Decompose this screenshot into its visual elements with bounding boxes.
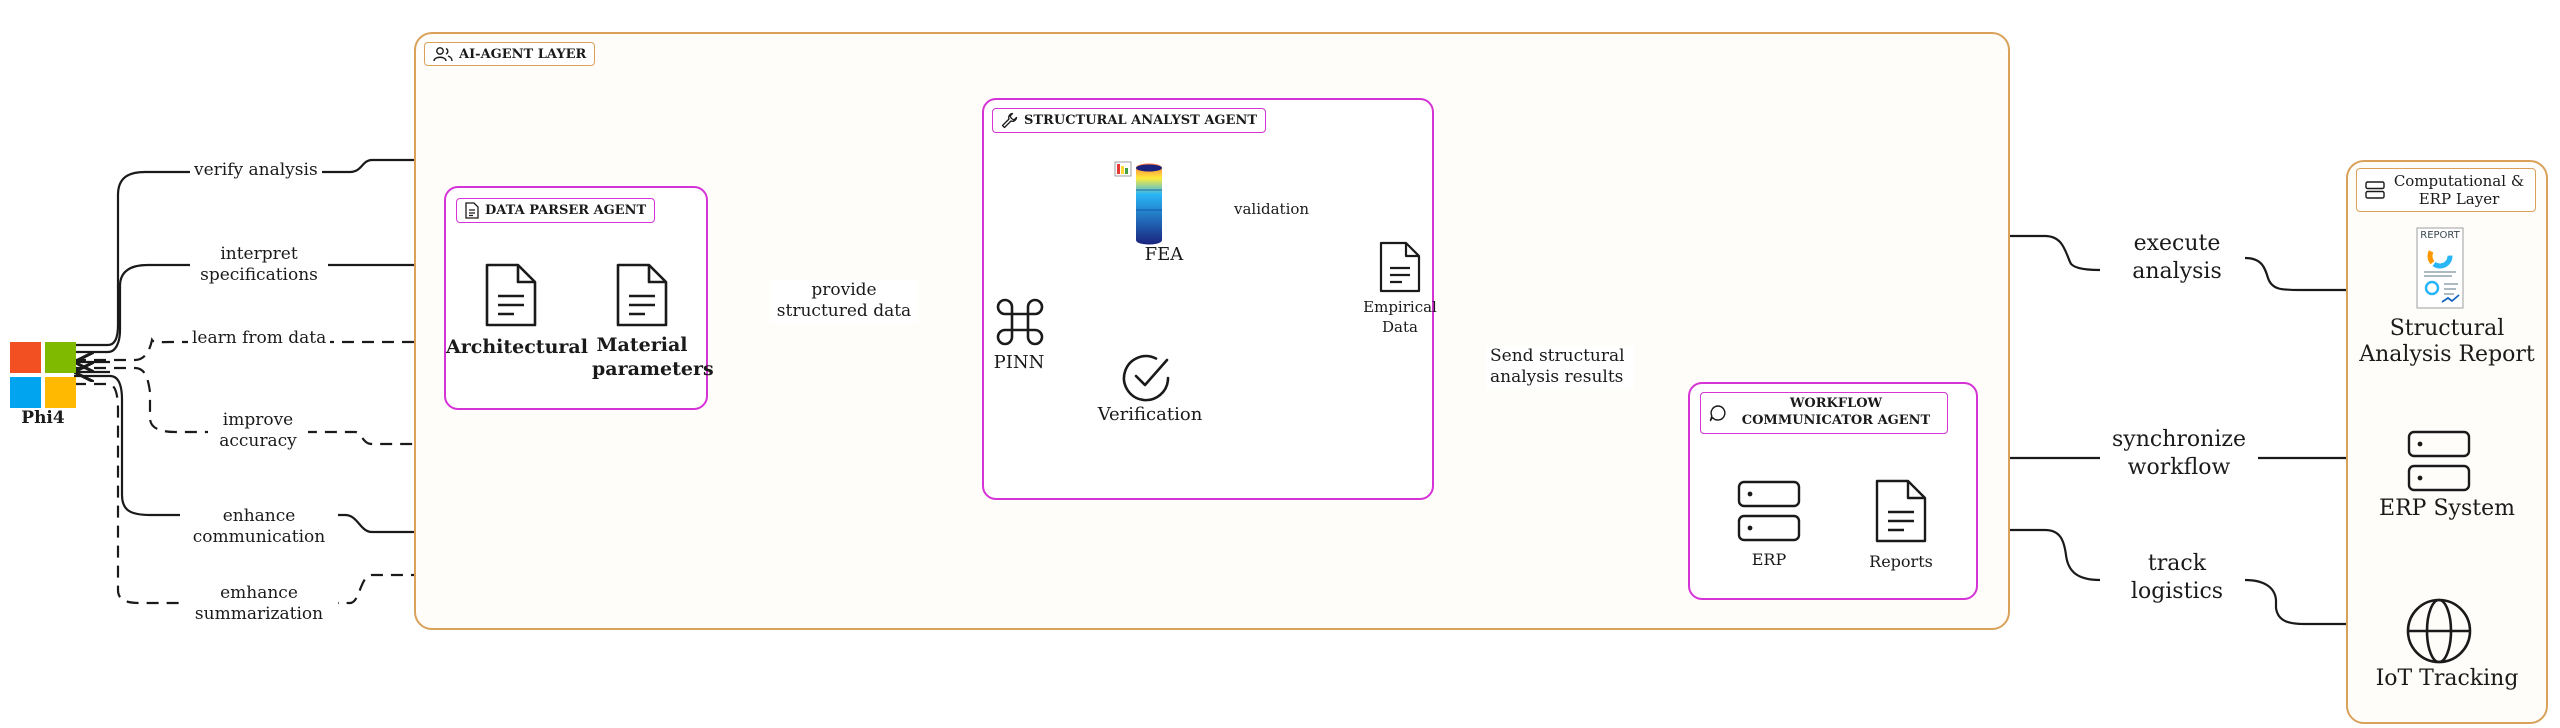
iot-tracking-label: IoT Tracking [2375, 666, 2519, 691]
document-icon [465, 202, 479, 219]
microsoft-logo-icon [10, 342, 76, 408]
phi4-label: Phi4 [21, 408, 65, 428]
material-document-icon [616, 263, 668, 327]
ms-yellow-square [45, 377, 76, 408]
emhance-summarization-label: emhance summarization [180, 583, 338, 626]
structural-analyst-tag: STRUCTURAL ANALYST AGENT [992, 108, 1267, 133]
chat-icon [1709, 405, 1726, 422]
svg-text:REPORT: REPORT [2420, 230, 2460, 241]
verification-label: Verification [1097, 404, 1203, 425]
computational-erp-tag: Computational & ERP Layer [2356, 168, 2536, 212]
erp-system-label: ERP System [2379, 496, 2515, 521]
erp-label: ERP [1751, 550, 1787, 569]
ai-agent-layer-tag: AI-AGENT LAYER [424, 42, 596, 66]
edge-learn-from-data [74, 340, 446, 362]
architectural-document-icon [485, 263, 537, 327]
data-parser-title: DATA PARSER AGENT [485, 203, 647, 218]
data-parser-tag: DATA PARSER AGENT [456, 198, 656, 223]
improve-accuracy-label: improve accuracy [208, 410, 308, 453]
empirical-data-document-icon [1379, 241, 1421, 293]
ms-green-square [45, 342, 76, 373]
pinn-label: PINN [993, 352, 1045, 373]
wrench-icon [1001, 112, 1018, 129]
structural-analyst-title: STRUCTURAL ANALYST AGENT [1024, 113, 1258, 128]
material-parameters-label: Material parameters [592, 334, 714, 380]
pinn-command-icon [996, 298, 1044, 346]
track-logistics-label: track logistics [2130, 551, 2224, 604]
provide-structured-data-label: provide structured data [770, 280, 918, 323]
structural-report-label: Structural Analysis Report [2359, 316, 2535, 368]
fea-label: FEA [1144, 244, 1184, 265]
fea-simulation-icon [1114, 161, 1162, 245]
validation-label: validation [1230, 200, 1314, 219]
structural-analyst-agent [982, 98, 1434, 500]
reports-document-icon [1875, 479, 1927, 543]
empirical-data-label: Empirical Data [1363, 298, 1437, 336]
edge-execute-analysis [1432, 234, 2101, 272]
execute-analysis-label: execute analysis [2132, 231, 2222, 284]
reports-label: Reports [1869, 552, 1933, 571]
interpret-specifications-label: interpret specifications [190, 244, 328, 287]
learn-from-data-label: learn from data [188, 328, 331, 350]
erp-server-icon [1737, 480, 1801, 542]
erp-system-server-icon [2407, 430, 2471, 492]
send-results-label: Send structural analysis results [1486, 346, 1634, 389]
synchronize-workflow-label: synchronize workflow [2100, 426, 2258, 481]
verify-analysis-label: verify analysis [190, 160, 322, 182]
structural-report-icon: REPORT [2416, 227, 2464, 309]
enhance-communication-label: enhance communication [180, 506, 338, 549]
computational-erp-title: Computational & ERP Layer [2393, 172, 2525, 208]
ai-agent-layer-title: AI-AGENT LAYER [459, 46, 587, 62]
edge-interpret-specifications [74, 265, 446, 354]
architectural-label: Architectural [446, 336, 588, 358]
ms-blue-square [10, 377, 41, 408]
workflow-communicator-tag: WORKFLOW COMMUNICATOR AGENT [1700, 392, 1948, 434]
workflow-communicator-title: WORKFLOW COMMUNICATOR AGENT [1741, 396, 1931, 428]
edge-track-logistics [1978, 528, 2101, 582]
users-icon [433, 47, 453, 62]
server-icon [2365, 181, 2385, 199]
ms-red-square [10, 342, 41, 373]
verification-check-icon [1122, 354, 1170, 402]
globe-icon [2406, 598, 2472, 664]
